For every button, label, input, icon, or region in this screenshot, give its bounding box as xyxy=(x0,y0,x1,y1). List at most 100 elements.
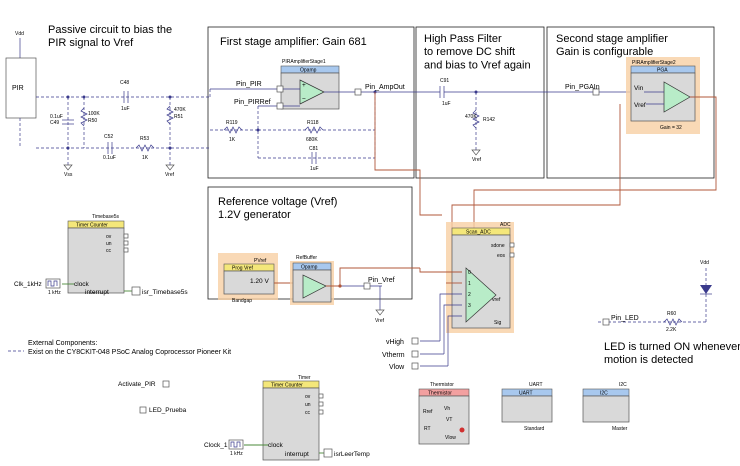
i2c-part: I2C xyxy=(600,391,608,397)
pin-ampout-port[interactable] xyxy=(354,88,362,96)
clock1-freq: 1 kHz xyxy=(230,451,243,457)
pir-vdd-label: Vdd xyxy=(15,31,24,37)
pin-pirref-port[interactable] xyxy=(276,102,284,110)
uart-block[interactable] xyxy=(501,395,553,423)
thermistor-block[interactable] xyxy=(418,395,470,445)
timer1-port-cc: cc xyxy=(106,248,112,254)
timer2-port-cc: cc xyxy=(305,410,311,416)
isr-leertemp-icon[interactable] xyxy=(323,448,333,458)
clk-1khz-freq: 1 kHz xyxy=(48,290,61,296)
uart-component-name: UART xyxy=(529,382,543,388)
r119-value: 1K xyxy=(229,137,236,143)
refbuffer-symbol xyxy=(302,274,327,299)
r51-name: R51 xyxy=(174,114,183,120)
adc-part: Scan_ADC xyxy=(466,230,491,236)
adc-soc: Sig xyxy=(494,320,501,326)
r118-value: 680K xyxy=(306,137,318,143)
pin-pgain-label: Pin_PGAIn xyxy=(565,84,600,91)
refbuffer-component-name: RefBuffer xyxy=(296,255,317,261)
thermistor-rref: Rref xyxy=(423,409,433,415)
pin-led-port[interactable] xyxy=(602,318,610,326)
stage2-component-name: PIRAmplifierStage2 xyxy=(632,60,676,66)
stage2-vref-label: Vref xyxy=(634,102,646,109)
pin-pirref-label: Pin_PIRRef xyxy=(234,99,271,106)
timer2-port-ov: ov xyxy=(305,394,311,400)
pin-vref-port[interactable] xyxy=(363,282,371,290)
adc-ch2: 2 xyxy=(468,292,471,298)
vref-gen-vref-label: Vref xyxy=(375,318,385,324)
r60-value: 2.2K xyxy=(666,327,677,333)
thermistor-vt: VT xyxy=(446,417,452,423)
r142-name: R142 xyxy=(483,117,495,123)
timer2-clock-port: clock xyxy=(268,442,284,449)
adc-port-eos: eos xyxy=(497,253,506,259)
passive-vref-label: Vref xyxy=(165,172,175,178)
thermistor-rt: RT xyxy=(424,426,431,432)
r53-value: 1K xyxy=(142,155,149,161)
clock1-label: Clock_1 xyxy=(204,442,228,449)
vhigh-port[interactable] xyxy=(411,337,419,345)
timer2-port-un: un xyxy=(305,402,311,408)
timer1-block[interactable] xyxy=(67,227,125,294)
refbuffer-part: Opamp xyxy=(301,265,318,271)
second-stage-box xyxy=(546,26,715,179)
uart-sub: Standard xyxy=(524,426,545,432)
uart-part: UART xyxy=(519,391,533,397)
stage2-vin-label: Vin xyxy=(634,85,644,92)
stage1-component-name: PIRAmplifierStage1 xyxy=(282,59,326,65)
isr-timebase-icon[interactable] xyxy=(131,286,141,296)
pin-led-prueba-port[interactable] xyxy=(139,406,147,414)
i2c-component-name: I2C xyxy=(619,382,627,388)
i2c-sub: Master xyxy=(612,426,628,432)
r60-name: R60 xyxy=(667,311,676,317)
r142-value: 470K xyxy=(465,114,477,120)
timer1-component-name: Timebase5s xyxy=(92,214,120,220)
pin-vref-label: Pin_Vref xyxy=(368,277,395,284)
vtherm-port[interactable] xyxy=(411,350,419,358)
svg-text:−: − xyxy=(302,96,306,103)
svg-text:+: + xyxy=(302,82,306,89)
vlow-port[interactable] xyxy=(411,362,419,370)
timer1-clock-port: clock xyxy=(74,281,90,288)
vtherm-label: Vtherm xyxy=(382,352,405,359)
r50-name: R50 xyxy=(88,118,97,124)
c81-value: 1uF xyxy=(310,166,319,172)
legend-text: Exist on the CY8CKIT-048 PSoC Analog Cop… xyxy=(28,349,231,356)
i2c-block[interactable] xyxy=(582,395,630,423)
timer1-part: Timer Counter xyxy=(76,223,108,229)
timer1-port-un: un xyxy=(106,241,112,247)
pvref-block[interactable] xyxy=(223,270,275,295)
led-vdd-label: Vdd xyxy=(700,260,709,266)
pir-sensor[interactable] xyxy=(5,57,37,119)
adc-mux-symbol xyxy=(465,267,497,323)
pin-pgain-port[interactable] xyxy=(592,88,600,96)
clock1-block[interactable] xyxy=(228,439,244,450)
first-stage-title: First stage amplifier: Gain 681 xyxy=(220,36,367,48)
stage2-gain: Gain = 32 xyxy=(660,125,682,131)
r118-name: R118 xyxy=(307,120,319,126)
led-icon xyxy=(700,285,712,294)
pin-activate-port[interactable] xyxy=(162,380,170,388)
pin-activate-label: Activate_PIR xyxy=(118,381,156,388)
c81-name: C81 xyxy=(309,146,318,152)
stage2-part: PGA xyxy=(657,68,668,74)
stage1-part: Opamp xyxy=(300,68,317,74)
hpf-box xyxy=(415,26,545,179)
pin-led-prueba-label: LED_Prueba xyxy=(149,407,187,414)
vhigh-label: vHigh xyxy=(386,339,404,346)
timer1-port-ov: ov xyxy=(106,234,112,240)
clk-1khz-block[interactable] xyxy=(45,278,61,289)
c52-name: C52 xyxy=(104,134,113,140)
c49-name: C49 xyxy=(50,120,59,126)
timer2-block[interactable] xyxy=(262,387,320,461)
thermistor-vlow: Vlow xyxy=(445,435,456,441)
adc-ch0: 0 xyxy=(468,270,471,276)
pin-pir-port[interactable] xyxy=(276,85,284,93)
stage1-opamp-symbol xyxy=(299,79,325,105)
r50-value: 100K xyxy=(88,111,100,117)
c52-value: 0.1uF xyxy=(103,155,116,161)
